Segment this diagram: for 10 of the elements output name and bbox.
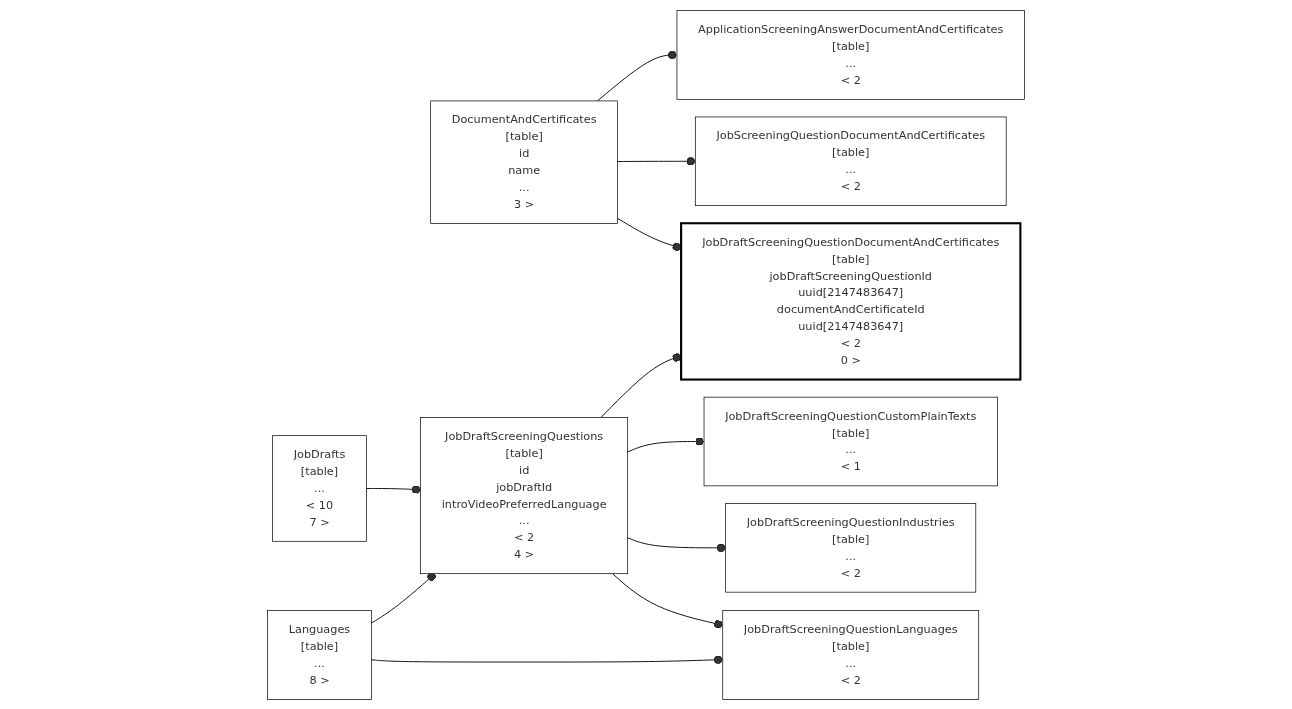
node-box: JobDrafts [table] ... < 10 7 > xyxy=(272,434,367,542)
node-box: JobDraftScreeningQuestionLanguages [table] ... < 2 xyxy=(722,609,979,700)
node-box: Languages [table] ... 8 > xyxy=(267,609,372,700)
node-box: JobDraftScreeningQuestionCustomPlainTexts [table] ... < 1 xyxy=(703,396,998,486)
node-box: ApplicationScreeningAnswerDocumentAndCertificates [table] ... < 2 xyxy=(676,9,1025,100)
node-box: JobDraftScreeningQuestionIndustries [table] ... < 2 xyxy=(725,502,977,592)
node-box: JobDraftScreeningQuestions [table] id jobDraftId introVideoPreferredLanguage ... < 2 4 > xyxy=(420,416,628,574)
node-box: DocumentAndCertificates [table] id name ... 3 > xyxy=(430,100,618,224)
node-box: JobScreeningQuestionDocumentAndCertificates [table] ... < 2 xyxy=(694,116,1007,206)
node-box: JobDraftScreeningQuestionDocumentAndCertificates [table] jobDraftScreeningQuestionId uuid[2147483647] documentAndCertificateId uuid[2147483647] < 2 0 > xyxy=(679,221,1022,381)
